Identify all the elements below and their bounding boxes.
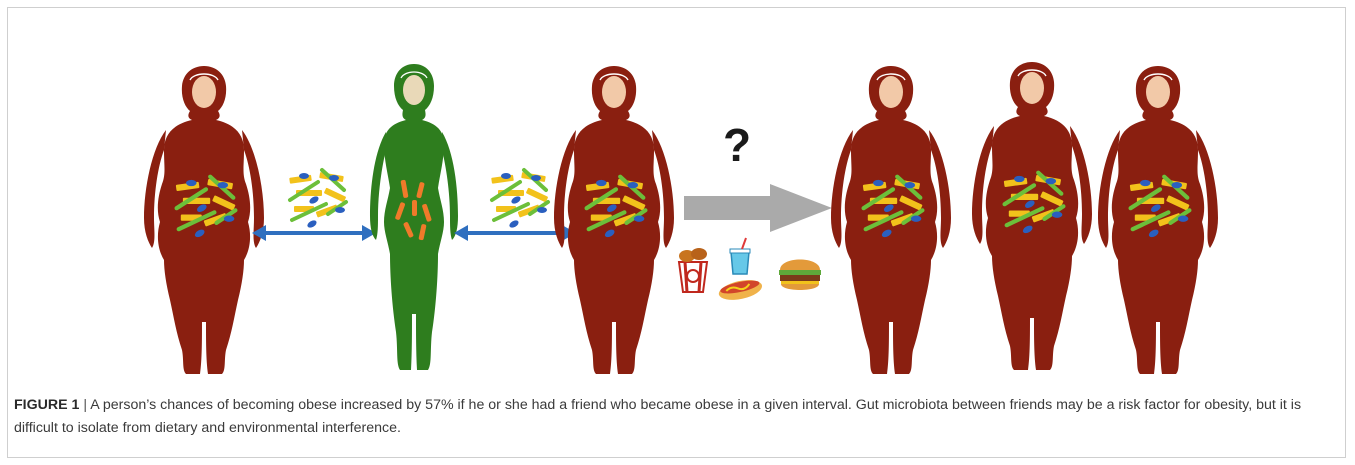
question-mark: ? (723, 118, 751, 172)
soda-cup-icon (730, 238, 750, 274)
diagram-canvas (0, 0, 1355, 390)
gray-arrow (684, 184, 832, 232)
obese-woman-figure-4 (972, 62, 1092, 370)
obese-woman-figure-2 (554, 66, 674, 374)
double-arrow-1 (252, 225, 376, 241)
bacteria-cluster-1 (289, 170, 346, 229)
obese-woman-figure-3 (831, 66, 951, 374)
figure-caption: FIGURE 1 | A person’s chances of becomin… (14, 394, 1334, 440)
caption-text: A person’s chances of becoming obese inc… (14, 397, 1301, 436)
fried-chicken-bucket-icon (679, 248, 707, 292)
obese-woman-figure-5 (1098, 66, 1218, 374)
burger-icon (779, 260, 821, 291)
figure-label: FIGURE 1 (14, 397, 79, 413)
caption-separator: | (83, 397, 87, 413)
hot-dog-icon (717, 277, 764, 304)
obese-woman-figure-1 (144, 66, 264, 374)
lean-woman-figure (370, 64, 458, 370)
bacteria-cluster-2 (491, 170, 548, 229)
